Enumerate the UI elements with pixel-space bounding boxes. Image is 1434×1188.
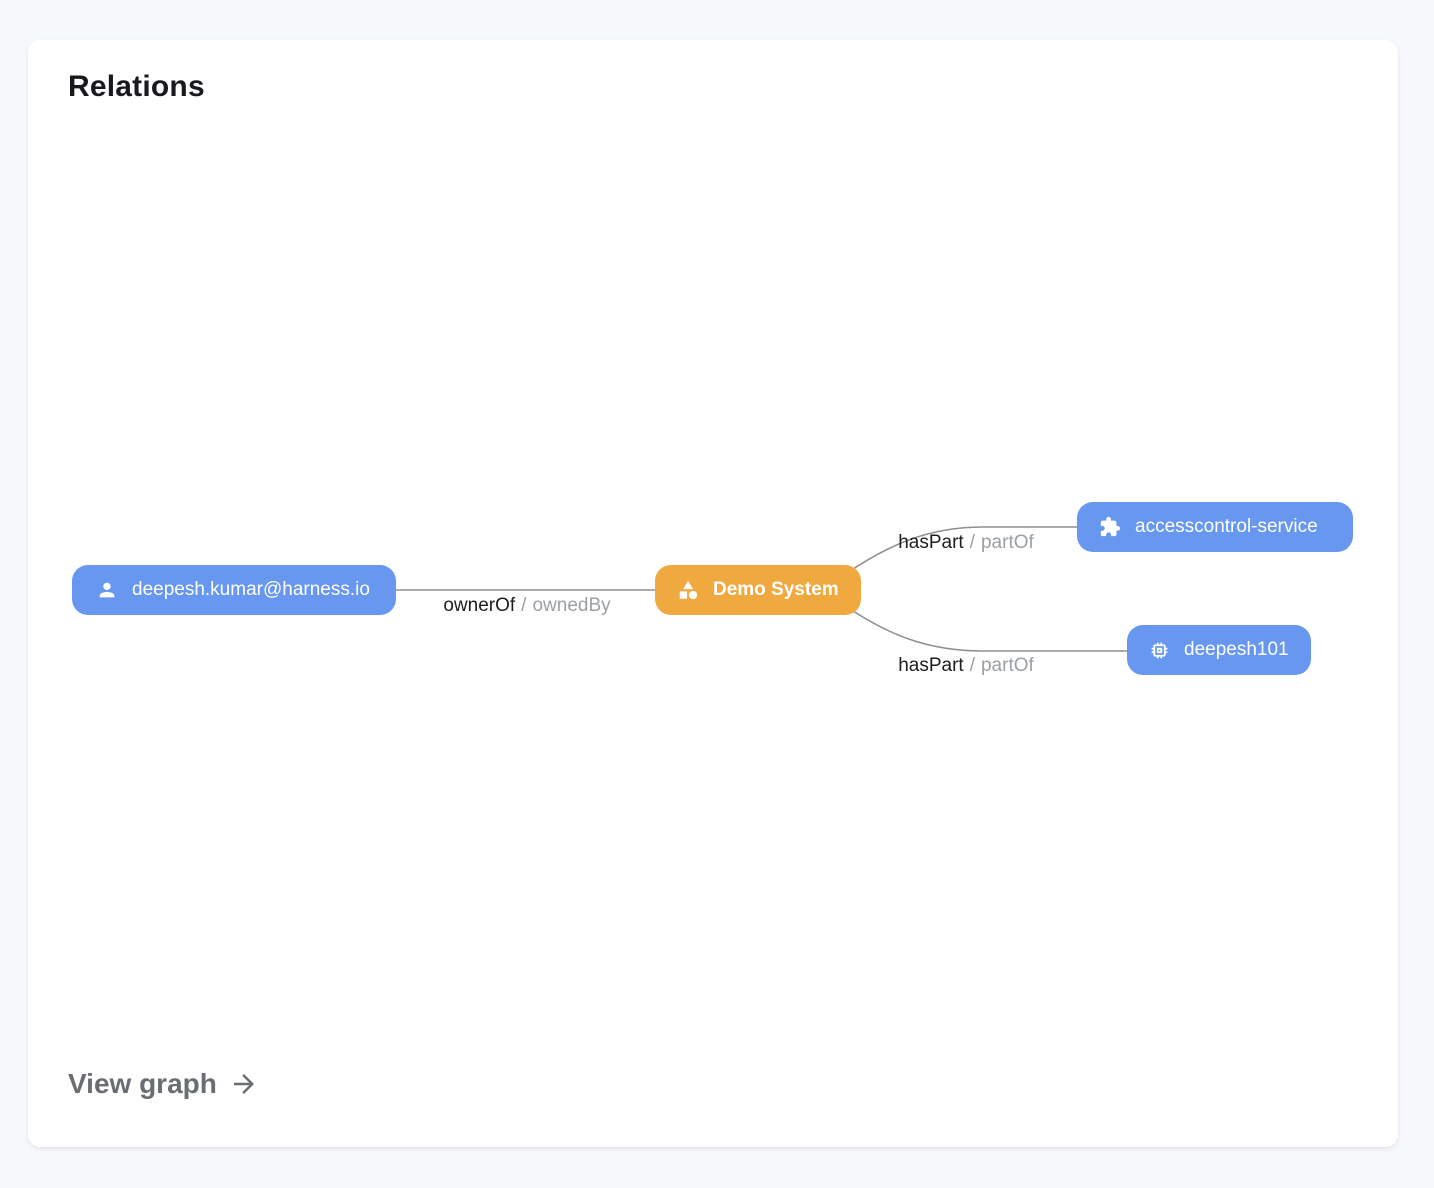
node-user-label: deepesh.kumar@harness.io	[132, 579, 370, 600]
edge-reverse-label: partOf	[980, 532, 1034, 553]
edge-forward-label: hasPart	[898, 532, 964, 553]
view-graph-link[interactable]: View graph	[68, 1068, 259, 1100]
puzzle-icon	[1099, 516, 1121, 538]
memory-chip-icon	[1149, 640, 1170, 661]
edge-label-ownerof: ownerOf / ownedBy	[443, 595, 610, 617]
arrow-right-icon	[229, 1069, 259, 1099]
edge-forward-label: ownerOf	[443, 595, 516, 616]
node-deepesh101-label: deepesh101	[1184, 639, 1289, 660]
edge-separator: /	[969, 532, 975, 553]
view-graph-label: View graph	[68, 1068, 217, 1099]
relations-card: Relations deepesh.kumar@harness.io	[28, 40, 1398, 1147]
node-deepesh101[interactable]: deepesh101	[1127, 625, 1311, 675]
edge-label-haspart-bottom: hasPart / partOf	[898, 655, 1034, 677]
node-accesscontrol-service-label: accesscontrol-service	[1135, 516, 1318, 537]
edge-reverse-label: ownedBy	[532, 595, 611, 616]
edge-label-haspart-top: hasPart / partOf	[898, 532, 1034, 554]
relations-graph: deepesh.kumar@harness.io Demo System	[28, 40, 1398, 1147]
edge-reverse-label: partOf	[980, 655, 1034, 676]
node-accesscontrol-service[interactable]: accesscontrol-service	[1077, 502, 1353, 552]
edge-lines	[368, 526, 1163, 652]
category-icon	[677, 579, 699, 601]
edge-separator: /	[521, 595, 527, 616]
edge-separator: /	[969, 655, 975, 676]
edge-haspart-top-line	[843, 526, 1113, 576]
edge-forward-label: hasPart	[898, 655, 964, 676]
edge-haspart-bottom-line	[843, 604, 1163, 652]
card-title: Relations	[68, 70, 205, 103]
node-user[interactable]: deepesh.kumar@harness.io	[72, 565, 396, 615]
node-demo-system[interactable]: Demo System	[655, 565, 861, 615]
node-demo-system-label: Demo System	[713, 579, 839, 600]
person-icon	[96, 579, 118, 601]
